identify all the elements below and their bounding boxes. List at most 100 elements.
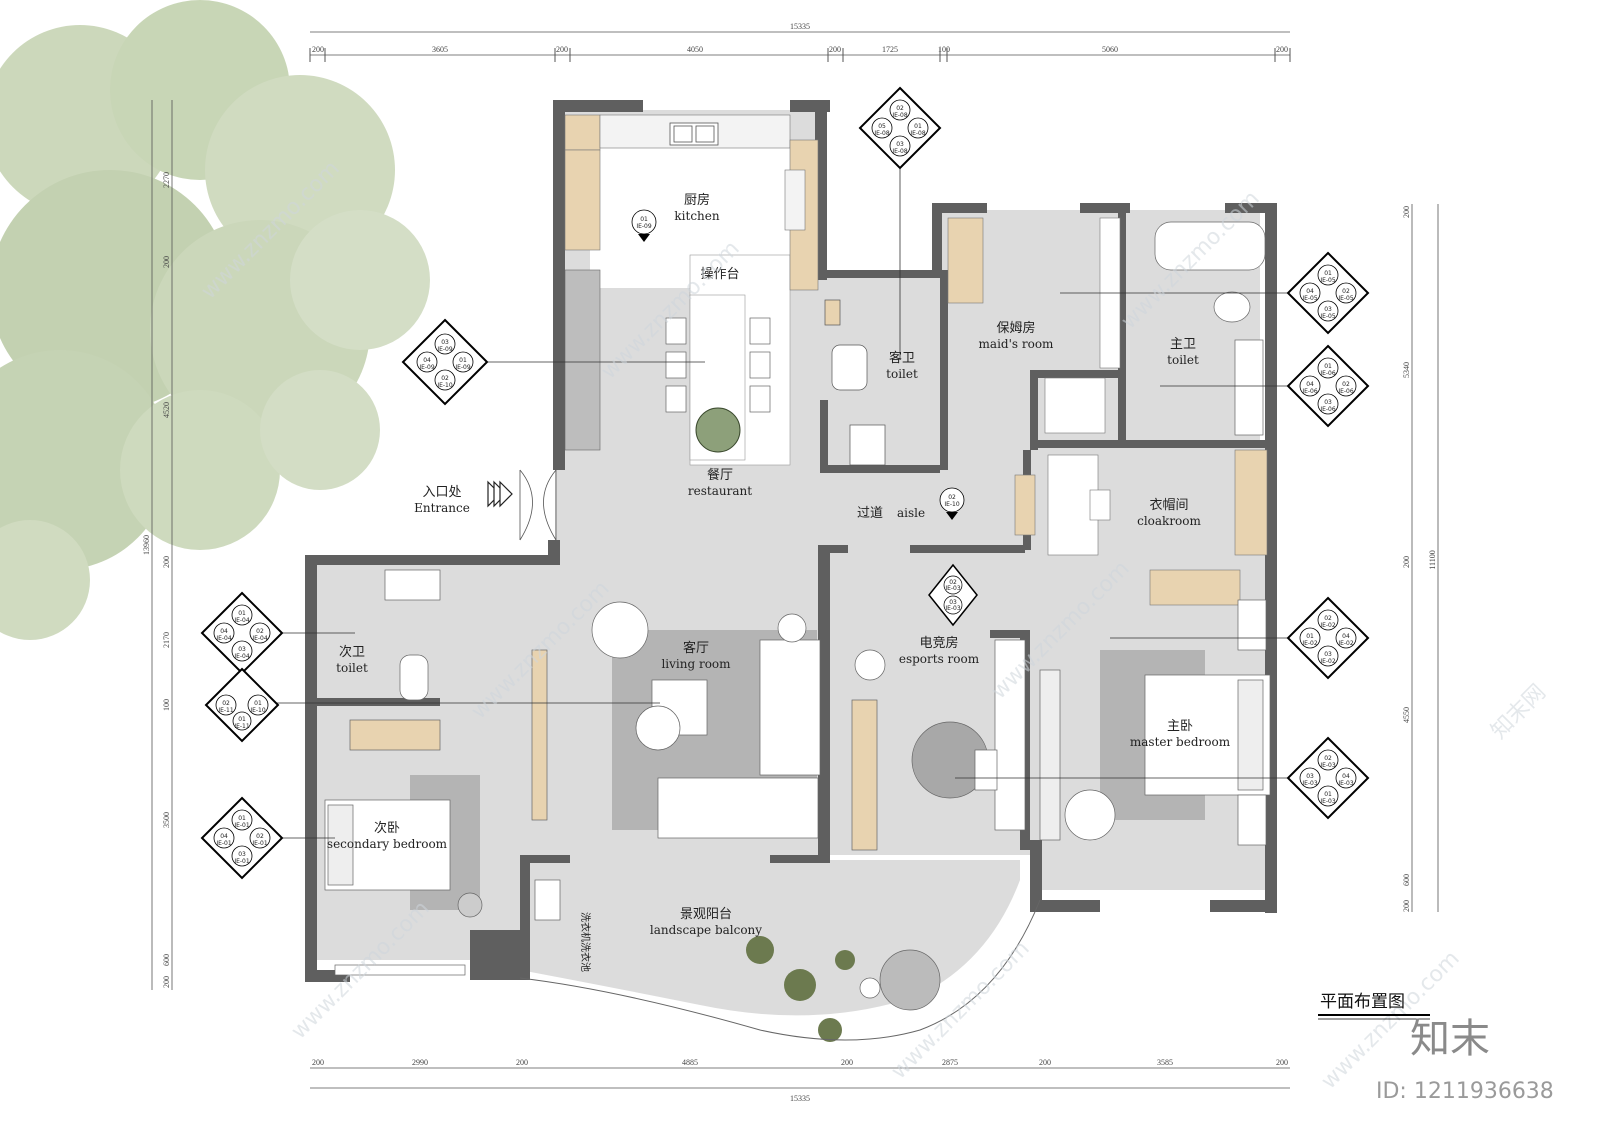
restaurant-label-cn: 餐厅 [707, 467, 733, 483]
sym-aisle-code-1: IE-10 [944, 501, 960, 508]
dim-bottom-2: 200 [516, 1058, 528, 1067]
sym-es-code-3: IE-03 [945, 605, 961, 612]
sym-mba-code-6: 03 [1324, 651, 1332, 658]
cloakroom-cabinets [1047, 449, 1268, 606]
dim-bottom-1: 2990 [412, 1058, 428, 1067]
entrance-door-icon [519, 469, 557, 541]
dim-left-0: 2270 [162, 172, 171, 188]
sym-mta-code-1: IE-05 [1320, 277, 1336, 284]
sym-st-code-2: 04 [220, 628, 228, 635]
living-room-label-en: living room [661, 657, 731, 671]
sym-rest-code-3: IE-09 [419, 364, 435, 371]
dim-bottom-7: 3585 [1157, 1058, 1173, 1067]
kitchen-label-en: kitchen [674, 209, 719, 223]
living-furniture [531, 601, 821, 839]
sym-kitchen-code-7: IE-08 [892, 148, 908, 155]
sym-rest-code-6: 02 [441, 375, 449, 382]
sym-mbb-code-0: 02 [1324, 755, 1332, 762]
dim-left-7: 600 [162, 954, 171, 966]
entrance-arrow-icon [487, 480, 513, 508]
dim-left-8: 200 [162, 976, 171, 988]
marker-esports: 02 IE-03 03 IE-03 [928, 563, 978, 627]
dim-top-0: 200 [312, 45, 324, 54]
sym-kitchen-code-2: 05 [878, 123, 886, 130]
sym-lv-code-0: 02 [222, 700, 230, 707]
dim-top-2: 200 [556, 45, 568, 54]
dim-left-2: 4520 [162, 402, 171, 418]
cloakroom-label-cn: 衣帽间 [1149, 497, 1188, 513]
index-symbol-living: 02 IE-11 01 IE-10 01 IE-11 [204, 667, 280, 743]
bonsai-tree-icon [746, 936, 855, 1042]
sym-mtb-code-2: 04 [1306, 381, 1314, 388]
sym-kitchen-code-3: IE-08 [874, 130, 890, 137]
sym-mbb-code-2: 03 [1306, 773, 1314, 780]
sym-sb-code-4: 02 [256, 833, 264, 840]
sym-mtb-code-0: 01 [1324, 363, 1332, 370]
entrance-label-cn: 入口处 [422, 485, 461, 500]
sym-mbb-code-6: 01 [1324, 791, 1332, 798]
laundry-label: 洗衣机洗衣池 [579, 912, 592, 972]
dim-bottom-3: 4885 [682, 1058, 698, 1067]
plant-icon [695, 407, 741, 453]
sym-rest-code-1: IE-09 [437, 346, 453, 353]
index-symbol-second-toilet: 01 IE-04 04 IE-04 02 IE-04 03 IE-04 [200, 591, 284, 675]
sym-mbb-code-7: IE-03 [1320, 798, 1336, 805]
restaurant-label-en: restaurant [688, 484, 752, 498]
sym-mta-code-2: 04 [1306, 288, 1314, 295]
watermark-brand-1: 知末网 [1487, 680, 1551, 744]
sym-mta-code-0: 01 [1324, 270, 1332, 277]
living-room-label-cn: 客厅 [683, 640, 709, 656]
sym-rest-code-7: IE-10 [437, 382, 453, 389]
sym-sb-code-3: IE-01 [216, 840, 232, 847]
sym-sb-code-0: 01 [238, 815, 246, 822]
sym-st-code-5: IE-04 [252, 635, 268, 642]
sym-kitchen-code-4: 01 [914, 123, 922, 130]
sym-mbb-code-1: IE-03 [1320, 762, 1336, 769]
aisle-label-en: aisle [897, 506, 925, 520]
dim-right-0: 200 [1402, 206, 1411, 218]
sym-mtb-code-6: 03 [1324, 399, 1332, 406]
sym-mta-code-7: IE-05 [1320, 313, 1336, 320]
sym-ks-code-1: IE-09 [636, 223, 652, 230]
dining-chairs [665, 317, 771, 413]
sink-icon [669, 122, 719, 146]
dimension-lines [151, 31, 1439, 1089]
sym-sb-code-7: IE-01 [234, 858, 250, 865]
sym-st-code-6: 03 [238, 646, 246, 653]
dim-right-4: 600 [1402, 874, 1411, 886]
sym-st-code-4: 02 [256, 628, 264, 635]
master-toilet-label-cn: 主卫 [1170, 337, 1196, 352]
index-symbol-restaurant: 03 IE-09 04 IE-09 01 IE-09 02 IE-10 [401, 318, 489, 406]
restaurant-storage [564, 269, 601, 451]
dim-right-2: 200 [1402, 556, 1411, 568]
index-symbol-master-bed-b: 02 IE-03 03 IE-03 04 IE-03 01 IE-03 [1286, 736, 1370, 820]
sym-mba-code-5: IE-02 [1338, 640, 1354, 647]
sym-rest-code-4: 01 [459, 357, 467, 364]
sym-st-code-1: IE-04 [234, 617, 250, 624]
sym-st-code-0: 01 [238, 610, 246, 617]
guest-toilet-fixtures [824, 299, 886, 466]
marker-kitchen-small: 01 IE-09 [631, 209, 657, 242]
esports-furniture [851, 639, 1061, 851]
tree-foliage [0, 0, 430, 640]
secondary-bedroom-label-cn: 次卧 [374, 820, 400, 836]
sym-mba-code-2: 01 [1306, 633, 1314, 640]
sym-mtb-code-1: IE-06 [1320, 370, 1336, 377]
sym-mta-code-3: IE-05 [1302, 295, 1318, 302]
balcony-label-en: landscape balcony [650, 923, 762, 937]
guest-toilet-label-en: toilet [886, 367, 918, 381]
index-symbol-master-toilet-b: 01 IE-06 04 IE-06 02 IE-06 03 IE-06 [1286, 344, 1370, 428]
master-toilet-label-en: toilet [1167, 353, 1199, 367]
secondary-bedroom-label-en: secondary bedroom [327, 837, 448, 851]
sym-mbb-code-3: IE-03 [1302, 780, 1318, 787]
sym-lv-code-4: 01 [238, 716, 246, 723]
index-symbol-master-toilet-a: 01 IE-05 04 IE-05 02 IE-05 03 IE-05 [1286, 251, 1370, 335]
sym-lv-code-3: IE-10 [250, 707, 266, 714]
balcony-curve-railing [519, 899, 1041, 1041]
sym-lv-code-5: IE-11 [234, 723, 250, 730]
sym-kitchen-code-5: IE-08 [910, 130, 926, 137]
sym-es-code-2: 03 [949, 599, 957, 606]
balcony-label-cn: 景观阳台 [680, 907, 732, 922]
dim-bottom-6: 200 [1039, 1058, 1051, 1067]
